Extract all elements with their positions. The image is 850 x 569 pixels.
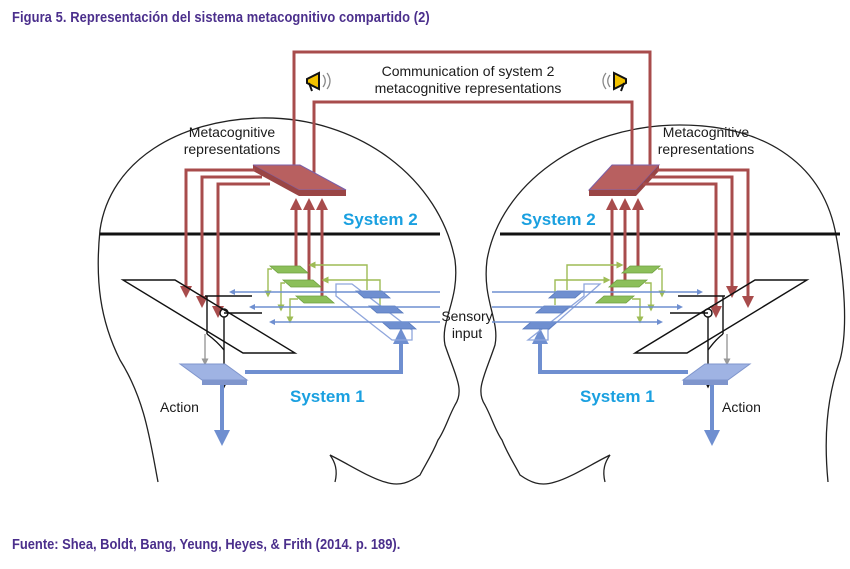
right-metacog-label-line2: representations bbox=[658, 141, 755, 157]
right-sensory-arrows bbox=[492, 289, 703, 325]
left-metacog-label-line1: Metacognitive bbox=[189, 124, 276, 140]
left-system1-label: System 1 bbox=[290, 387, 365, 406]
right-metacog-down-arrows bbox=[643, 168, 754, 318]
left-blue-modules bbox=[354, 290, 418, 330]
right-blue-modules bbox=[521, 290, 585, 330]
right-action-plate bbox=[681, 363, 752, 385]
figure-title: Figura 5. Representación del sistema met… bbox=[12, 9, 430, 26]
communication-label-line2: metacognitive representations bbox=[375, 80, 562, 96]
sensory-input-line1: Sensory bbox=[441, 308, 492, 324]
right-head-outline bbox=[480, 124, 846, 485]
left-action-plane bbox=[120, 279, 298, 354]
right-action-label: Action bbox=[722, 399, 761, 415]
left-action-label: Action bbox=[160, 399, 199, 415]
megaphone-icon bbox=[306, 71, 331, 92]
sensory-input-line2: input bbox=[452, 325, 482, 341]
left-metacog-label-line2: representations bbox=[184, 141, 281, 157]
left-action-plate bbox=[178, 363, 249, 385]
figure-source: Fuente: Shea, Boldt, Bang, Yeung, Heyes,… bbox=[12, 536, 401, 553]
left-system2-label: System 2 bbox=[343, 210, 418, 229]
left-head-outline bbox=[97, 117, 460, 485]
right-metacog-label-line1: Metacognitive bbox=[663, 124, 750, 140]
communication-label-line1: Communication of system 2 bbox=[382, 63, 555, 79]
left-feedback-arrow bbox=[245, 328, 409, 374]
left-system2-plate bbox=[252, 164, 347, 196]
right-green-arrows bbox=[554, 261, 666, 324]
megaphone-icon bbox=[602, 71, 627, 92]
left-green-modules bbox=[268, 265, 336, 304]
left-metacog-down-arrows bbox=[180, 168, 270, 318]
right-system2-label: System 2 bbox=[521, 210, 596, 229]
right-system2-plate bbox=[587, 164, 661, 196]
left-sensory-box bbox=[335, 283, 413, 341]
right-system1-label: System 1 bbox=[580, 387, 655, 406]
right-sensory-box bbox=[526, 283, 602, 341]
communication-loop bbox=[292, 50, 656, 192]
left-sensory-arrows bbox=[229, 289, 440, 325]
right-green-modules bbox=[594, 265, 662, 304]
right-action-plane bbox=[632, 279, 810, 354]
right-feedback-arrow bbox=[532, 328, 688, 374]
